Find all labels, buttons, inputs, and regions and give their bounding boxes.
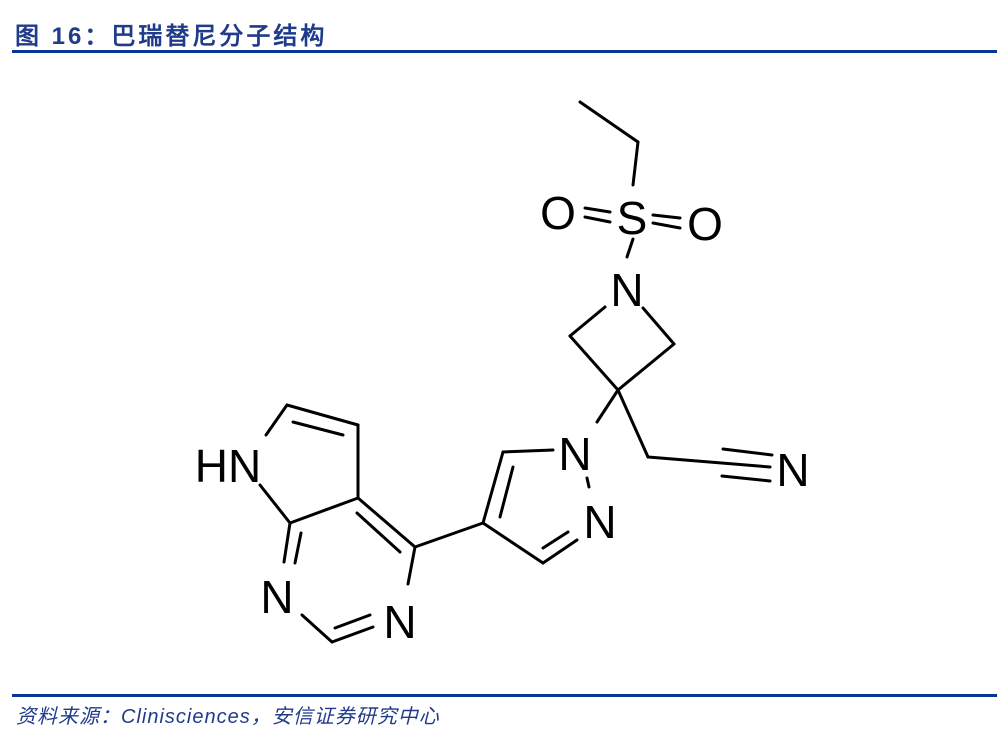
footer-divider <box>12 694 997 697</box>
atom-label-o: O <box>540 187 576 239</box>
atom-label-n: N <box>610 264 643 316</box>
bonds <box>258 100 774 644</box>
atom-label-hn: HN <box>195 440 261 492</box>
atom-label-n: N <box>776 444 809 496</box>
atom-label-o: O <box>687 198 723 250</box>
source-note: 资料来源：Clinisciences，安信证券研究中心 <box>16 706 440 728</box>
atom-label-n: N <box>558 428 591 480</box>
atom-label-n: N <box>260 571 293 623</box>
atom-label-n: N <box>583 496 616 548</box>
atom-label-n: N <box>383 596 416 648</box>
title-divider <box>12 50 997 53</box>
atom-label-s: S <box>617 192 648 244</box>
atom-labels: HN N N N N N S O O N <box>195 187 810 648</box>
figure-title: 图 16：巴瑞替尼分子结构 <box>15 23 328 50</box>
